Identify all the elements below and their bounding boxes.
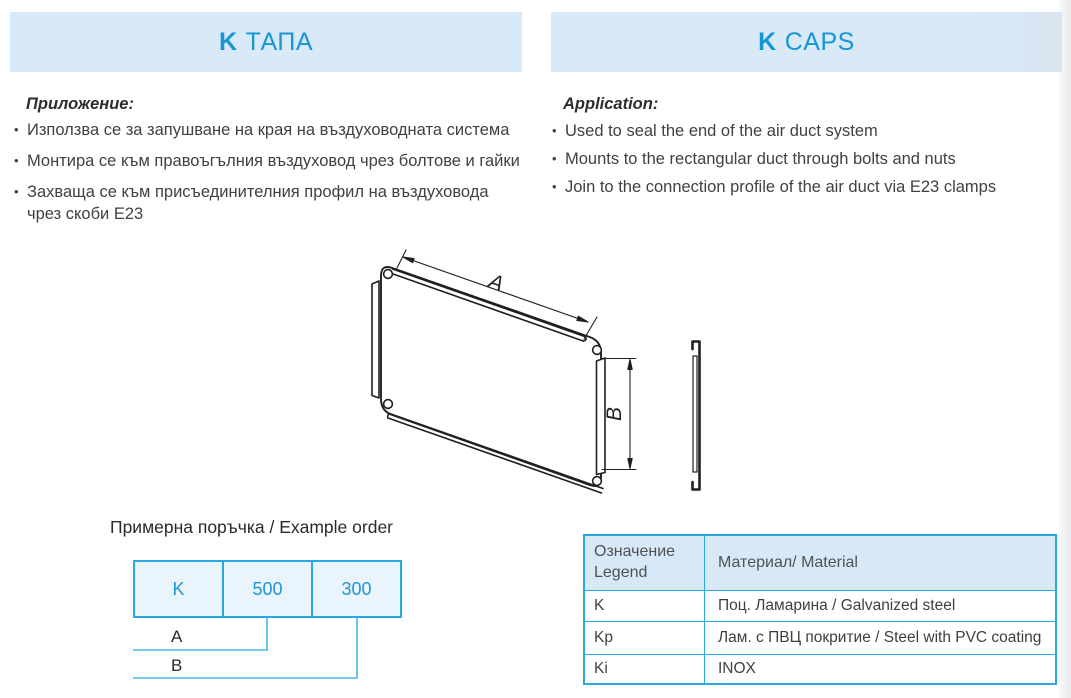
header-banner-bg: K ТАПА (10, 12, 522, 72)
legend-header-line2: Legend (594, 564, 648, 581)
bullet-item: Монтира се към правоъгълния въздуховод ч… (14, 150, 520, 172)
material-table: Означение Legend Материал/ Material K По… (583, 534, 1057, 685)
header-banner-en: K CAPS (551, 12, 1062, 72)
material-cell: Лам. с ПВЦ покритие / Steel with PVC coa… (704, 621, 1055, 654)
material-cell: INOX (704, 654, 1055, 683)
product-title-bg: ТАПА (245, 27, 314, 56)
order-cell-height: 300 (311, 562, 400, 616)
section-heading-bg: Приложение: (26, 95, 134, 113)
bullet-item: Захваща се към присъединителния профил н… (14, 181, 520, 225)
bottom-flange-lines (386, 412, 604, 494)
technical-drawing: A B (371, 249, 701, 494)
legend-header-line1: Означение (594, 543, 676, 561)
example-order-heading: Примерна поръчка / Example order (110, 517, 393, 537)
order-dim-a-label: A (171, 627, 183, 646)
product-title-en: CAPS (784, 27, 855, 56)
bullet-item: Mounts to the rectangular duct through b… (552, 148, 1052, 170)
order-connector-lines (133, 618, 358, 679)
product-code: K (758, 27, 777, 56)
section-heading-en: Application: (563, 95, 659, 113)
dimension-b (601, 357, 637, 471)
order-cell-code: K (172, 578, 185, 599)
bullet-item: Join to the connection profile of the ai… (552, 176, 1052, 198)
bullet-item: Used to seal the end of the air duct sys… (552, 120, 1052, 142)
code-cell: Ki (585, 654, 704, 683)
material-cell: Поц. Ламарина / Galvanized steel (704, 590, 1055, 621)
order-dim-b-label: B (171, 656, 183, 675)
material-header-cell: Материал/ Material (704, 536, 1055, 590)
example-order-table: K 500 300 (133, 560, 402, 618)
cap-plate-outline (380, 266, 602, 487)
corner-holes (382, 268, 603, 487)
dim-b-label: B (603, 407, 626, 421)
code-cell: Kp (585, 621, 704, 654)
side-profile-view (691, 340, 701, 491)
product-code: K (218, 27, 238, 56)
legend-header-cell: Означение Legend (585, 536, 704, 590)
page-edge-shadow (1057, 0, 1071, 698)
code-cell: K (585, 590, 704, 621)
left-flange-strip (371, 280, 380, 399)
bullet-list-bg: Използва се за запушване на края на възд… (14, 119, 520, 234)
dimension-a (396, 249, 598, 340)
order-cell-width: 500 (222, 562, 311, 616)
bullet-list-en: Used to seal the end of the air duct sys… (552, 120, 1052, 204)
bullet-item: Използва се за запушване на края на възд… (14, 119, 520, 141)
